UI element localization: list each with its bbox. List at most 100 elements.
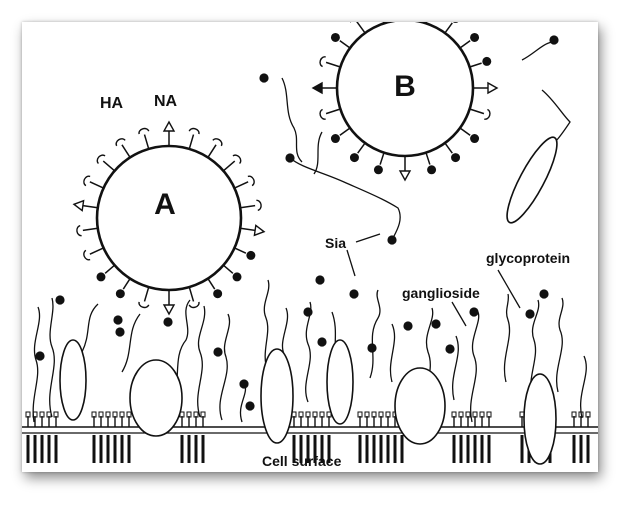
glycoprotein-oval-icon [506,136,558,224]
diagram-frame: A B HA NA Sia glycoprotein ganglioside C… [22,22,598,472]
hemagglutinin-stalk [207,144,217,158]
glycan-chain [289,157,401,241]
hemagglutinin-stalk [121,144,131,158]
sialic-acid-dot-icon [372,164,384,176]
lipid-head [378,411,384,418]
hemagglutinin-spike-icon [212,138,223,147]
virus-a [72,120,266,316]
hemagglutinin-spike-icon [138,301,150,309]
lipid-head [312,411,318,418]
sialic-acid-dot-icon [315,275,325,285]
lipid-stem [393,435,397,463]
lipid-stem [466,435,470,463]
lipid-stem [180,435,184,463]
lipid-head [486,411,492,418]
lipid-stem [54,435,58,463]
sialic-acid-dot-icon [450,152,462,164]
virus-b-label: B [394,70,416,103]
lipid-stem [187,435,191,463]
glycan-chain [503,293,511,383]
lipid-head [319,411,325,418]
glycan-chain [197,305,206,418]
hemagglutinin-spike-icon [115,138,126,147]
lipid-stem [400,435,404,463]
hemagglutinin-stalk [240,204,256,209]
hemagglutinin-spike-icon [247,175,255,187]
lipid-stem [313,435,317,463]
sialic-acid-dot-icon [213,347,223,357]
glycoprotein-oval-icon [326,339,354,425]
glycan-chain [389,323,396,383]
sialic-acid-dot-icon [431,319,441,329]
lipid-head [571,411,577,418]
lipid-head [112,411,118,418]
sialic-acid-dot-icon [115,327,125,337]
lipid-stem [194,435,198,463]
hemagglutinin-stalk [356,22,366,34]
hemagglutinin-stalk [337,127,351,138]
sialic-acid-dot-icon [525,309,535,319]
ganglioside-label: ganglioside [402,285,480,301]
hemagglutinin-spike-icon [138,127,150,135]
glycoproteins [59,136,558,465]
sia-label: Sia [325,235,346,251]
lipid-head [200,411,206,418]
hemagglutinin-stalk [102,160,116,172]
sialic-acid-dot-icon [114,288,126,300]
lipid-head [91,411,97,418]
lipid-stem [33,435,37,463]
hemagglutinin-stalk [425,152,432,168]
lipid-head [371,411,377,418]
hemagglutinin-stalk [444,22,454,34]
virus-a-label: A [154,188,176,221]
sialic-acid-dot-icon [539,289,549,299]
neuraminidase-stalk [82,204,98,209]
sia-pointer [346,249,356,277]
glycan-chain [263,279,270,373]
lipid-head [39,411,45,418]
hemagglutinin-stalk [234,181,249,189]
glycan-chain [49,297,55,418]
glycan-chain [580,355,587,419]
lipid-head [585,411,591,418]
lipid-head [458,411,464,418]
sialic-acid-dot-icon [55,295,65,305]
hemagglutinin-stalk [378,152,385,168]
hemagglutinin-stalk [469,108,485,115]
hemagglutinin-spike-icon [76,225,82,237]
lipid-stem [473,435,477,463]
lipid-stem [379,435,383,463]
hemagglutinin-stalk [89,247,104,255]
lipid-head [119,411,125,418]
glycoprotein-oval-icon [523,373,557,465]
hemagglutinin-stalk [82,227,98,232]
sialic-acid-dot-icon [469,31,481,43]
hemagglutinin-stalk [188,286,195,302]
ganglioside-pointer [451,301,467,327]
sialic-acid-dot-icon [445,344,455,354]
lipid-head [105,411,111,418]
glycan-chain [305,301,312,403]
lipid-stem [365,435,369,463]
lipid-stem [106,435,110,463]
sialic-acid-dot-icon [231,271,243,283]
cell-surface-label: Cell surface [262,453,342,469]
lipid-head [357,411,363,418]
glycoprotein-pointer [497,269,521,309]
lipid-head [298,411,304,418]
lipid-head [479,411,485,418]
hemagglutinin-spike-icon [232,154,242,165]
hemagglutinin-stalk [222,264,236,276]
sialic-acid-dot-icon [481,55,493,67]
lipid-stem [358,435,362,463]
sialic-acid-dot-icon [451,22,460,24]
hemagglutinin-stalk [325,108,341,115]
hemagglutinin-stalk [89,181,104,189]
hemagglutinin-spike-icon [96,154,106,165]
sialic-acid-dot-icon [245,401,255,411]
glycoprotein-oval-icon [394,367,446,445]
lipid-stem [40,435,44,463]
hemagglutinin-spike-icon [188,127,200,135]
sialic-acid-dot-icon [426,164,438,176]
sialic-acid-dot-icon [239,379,249,389]
